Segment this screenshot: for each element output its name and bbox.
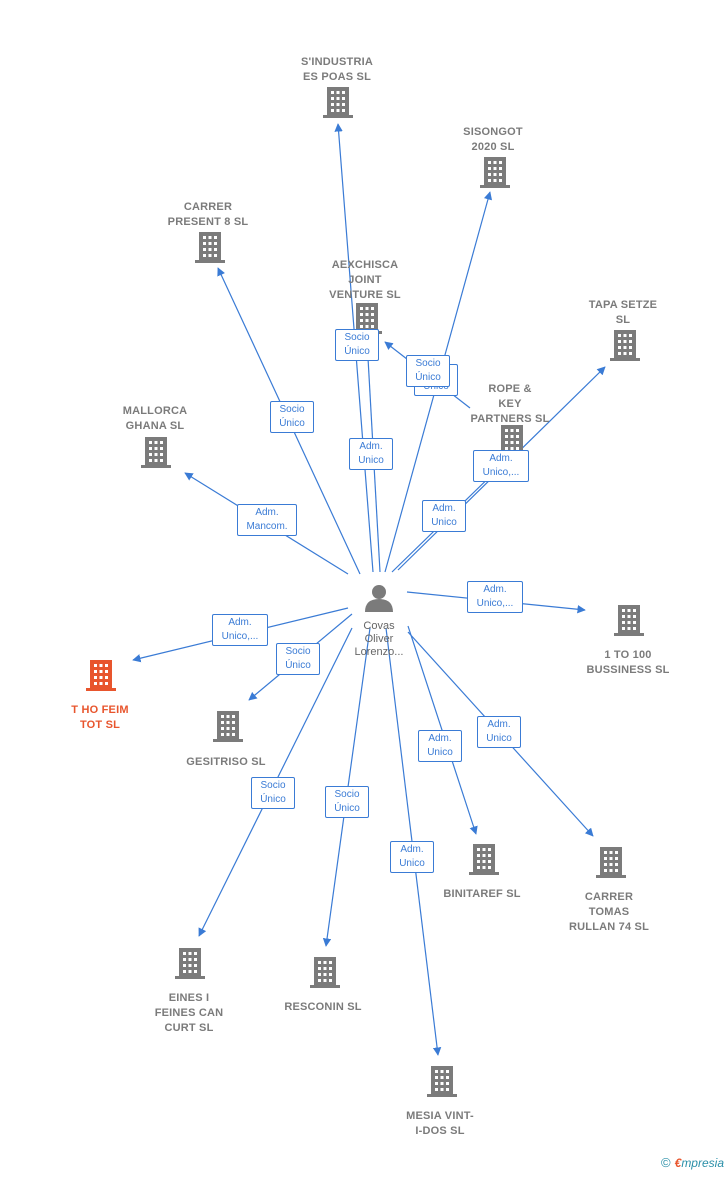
company-label-carrer-present[interactable]: CARRER PRESENT 8 SL xyxy=(167,201,249,228)
building-icon[interactable] xyxy=(86,660,116,691)
edge-label-tapa-setze[interactable]: Adm. Unico,... xyxy=(473,450,529,482)
building-icon[interactable] xyxy=(213,711,243,742)
edge-label-t-ho-feim[interactable]: Adm. Unico,... xyxy=(212,614,268,646)
building-icon[interactable] xyxy=(614,605,644,636)
edge-label-carrer-present[interactable]: Socio Único xyxy=(270,401,314,433)
edge-label-resconin[interactable]: Socio Único xyxy=(325,786,369,818)
brand-logo-text: mpresia xyxy=(681,1156,724,1170)
building-icon[interactable] xyxy=(610,330,640,361)
building-icon[interactable] xyxy=(480,157,510,188)
company-label-mesia[interactable]: MESIA VINT- I-DOS SL xyxy=(406,1110,474,1137)
company-label-mallorca-ghana[interactable]: MALLORCA GHANA SL xyxy=(122,405,188,432)
building-icon[interactable] xyxy=(469,844,499,875)
company-label-aexchisca[interactable]: AEXCHISCA JOINT VENTURE SL xyxy=(329,259,401,301)
company-label-sindustria[interactable]: S'INDUSTRIA ES POAS SL xyxy=(300,56,374,83)
edge-label-aexchisca[interactable]: Adm. Unico xyxy=(349,438,393,470)
company-label-sisongot[interactable]: SISONGOT 2020 SL xyxy=(463,126,523,153)
edge-label-sindustria[interactable]: Socio Único xyxy=(335,329,379,361)
building-icon[interactable] xyxy=(596,847,626,878)
edge-label-gesitriso[interactable]: Socio Único xyxy=(276,643,320,675)
edge-label-rope-key[interactable]: Adm. Unico xyxy=(422,500,466,532)
company-label-tapa-setze[interactable]: TAPA SETZE SL xyxy=(588,299,658,326)
edge-label-carrer-tomas[interactable]: Adm. Unico xyxy=(477,716,521,748)
company-label-one-to-100[interactable]: 1 TO 100 BUSSINESS SL xyxy=(586,649,670,676)
person-icon[interactable] xyxy=(365,585,393,612)
company-label-resconin[interactable]: RESCONIN SL xyxy=(284,1001,362,1013)
company-label-t-ho-feim[interactable]: T HO FEIM TOT SL xyxy=(71,704,129,731)
edge-label-mesia[interactable]: Adm. Unico xyxy=(390,841,434,873)
person-label[interactable]: Covas Oliver Lorenzo... xyxy=(354,620,404,658)
building-icon[interactable] xyxy=(195,232,225,263)
edge-label-eines-feines[interactable]: Socio Único xyxy=(251,777,295,809)
company-label-gesitriso[interactable]: GESITRISO SL xyxy=(186,756,266,768)
brand-logo-letter: € xyxy=(674,1156,682,1170)
company-label-carrer-tomas[interactable]: CARRER TOMAS RULLAN 74 SL xyxy=(568,891,650,933)
building-icon[interactable] xyxy=(427,1066,457,1097)
copyright-notice: ©€mpresia xyxy=(661,1155,724,1170)
building-icon[interactable] xyxy=(323,87,353,118)
company-label-eines-feines[interactable]: EINES I FEINES CAN CURT SL xyxy=(154,992,224,1034)
building-icon[interactable] xyxy=(175,948,205,979)
building-icon[interactable] xyxy=(310,957,340,988)
company-label-binitaref[interactable]: BINITAREF SL xyxy=(443,888,521,900)
company-label-rope-key[interactable]: ROPE & KEY PARTNERS SL xyxy=(470,383,550,425)
edge-label-binitaref[interactable]: Adm. Unico xyxy=(418,730,462,762)
copyright-icon: © xyxy=(661,1155,671,1170)
edge-label-one-to-100[interactable]: Adm. Unico,... xyxy=(467,581,523,613)
edge-label-mallorca-ghana[interactable]: Adm. Mancom. xyxy=(237,504,297,536)
building-icon[interactable] xyxy=(141,437,171,468)
edge-label-aexchisca[interactable]: Socio Único xyxy=(406,355,450,387)
